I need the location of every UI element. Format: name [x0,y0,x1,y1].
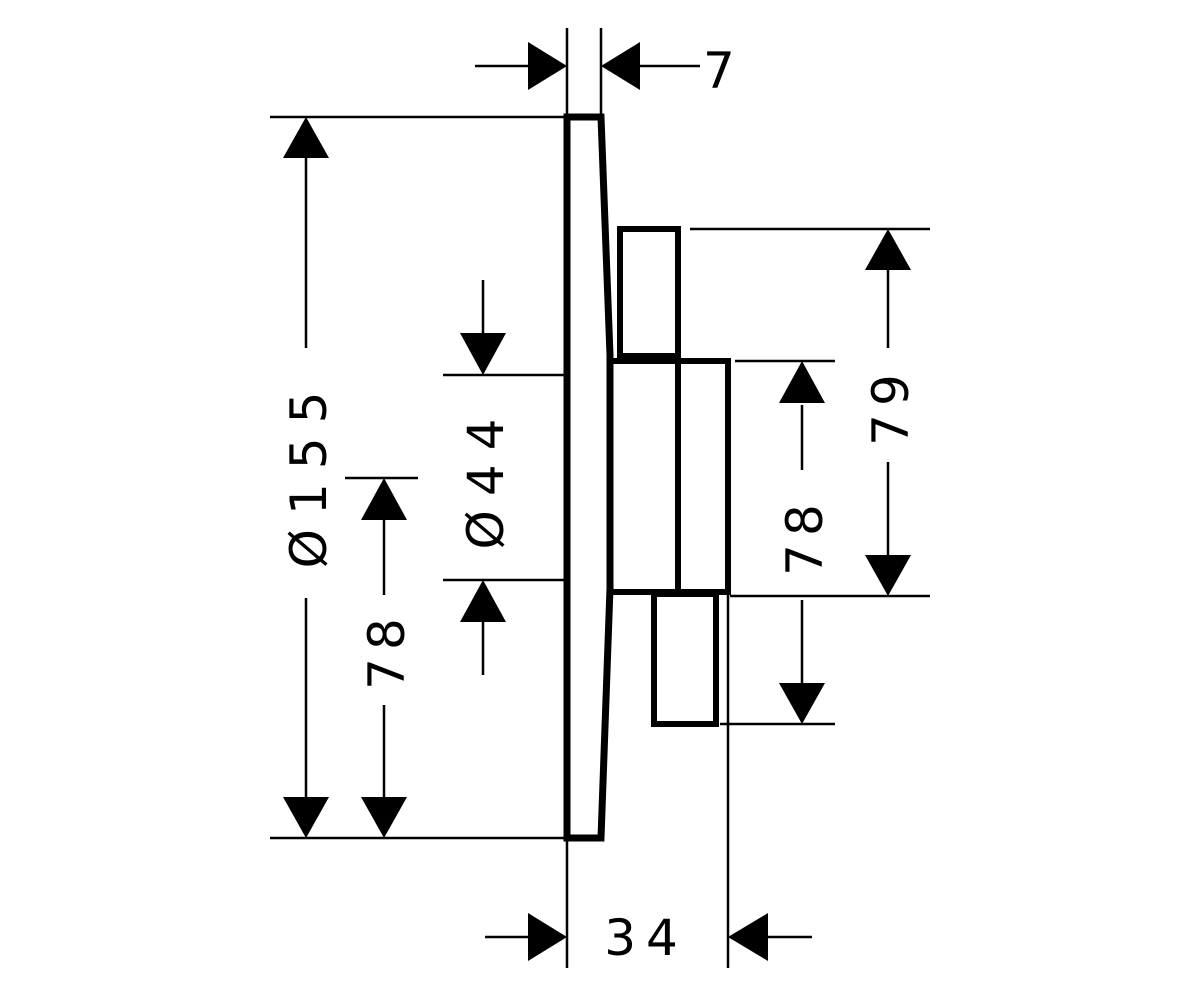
extension-lines [270,28,930,968]
label-left-78: 78 [358,610,416,690]
label-right-78: 78 [776,496,834,576]
arrow-depth-left [528,913,567,961]
label-total-depth: 34 [604,909,688,967]
label-plate-thickness: 7 [703,42,735,100]
arrow-left78-bottom [361,797,407,838]
arrow-depth-right [728,913,768,961]
wall-plate [563,113,614,842]
label-plate-diameter: Ø155 [280,378,338,569]
arrow-left78-top [361,478,407,520]
arrow-thickness-right [601,42,640,90]
arrow-r78-top [779,361,825,403]
arrowheads [283,42,911,961]
arrow-d44-top [460,333,506,375]
arrow-r79-top [865,229,911,270]
arrow-r78-bottom [779,683,825,724]
dimension-labels: 7 Ø155 78 Ø44 79 78 34 [280,42,920,967]
arrow-thickness-left [528,42,567,90]
label-right-79: 79 [862,366,920,446]
arrow-d44-bottom [460,580,506,622]
upper-handle [617,226,681,359]
arrow-d155-top [283,117,329,158]
arrow-d155-bottom [283,797,329,838]
lower-handle [651,591,719,727]
label-knob-diameter: Ø44 [457,405,515,550]
part-outline [563,113,731,842]
knob-body [607,358,731,595]
arrow-r79-bottom [865,555,911,596]
